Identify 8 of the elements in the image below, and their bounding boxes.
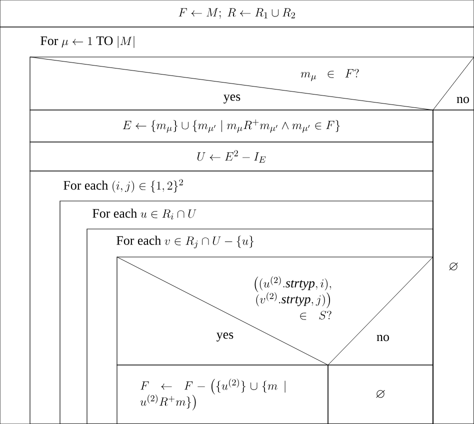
statement-box: $F \;\leftarrow\; F - \bigl(\{u^{(2)}\} \cup \{m \mid u^{(2)} R^+ m\}\bigr)$ (116, 364, 328, 424)
decision-block: $\bigl((u^{(2)}.\mathit{strtyp},i),\allowbreak\ (v^{(2)}.\mathit{strtyp},j)\bigr)\allowbreak \in S?$ yes no (116, 256, 434, 366)
statement-box: $E \leftarrow \{m_\mu\} \cup \{m_{\mu'} \mid m_\mu R^+ m_{\mu'} \wedge m_{\mu'} \in F\}$ (30, 110, 434, 142)
decision-block: $m_\mu \;\;\in\;\; F?$ yes no (30, 56, 474, 110)
statement-box: $U \leftarrow E^2 - I_E$ (30, 142, 434, 172)
statement-box: $F \leftarrow M;\ R \leftarrow R_1 \cup R_2$ (0, 0, 474, 28)
statement-box: $\varnothing$ (328, 364, 434, 424)
statement-box: $\varnothing$ (432, 110, 474, 424)
